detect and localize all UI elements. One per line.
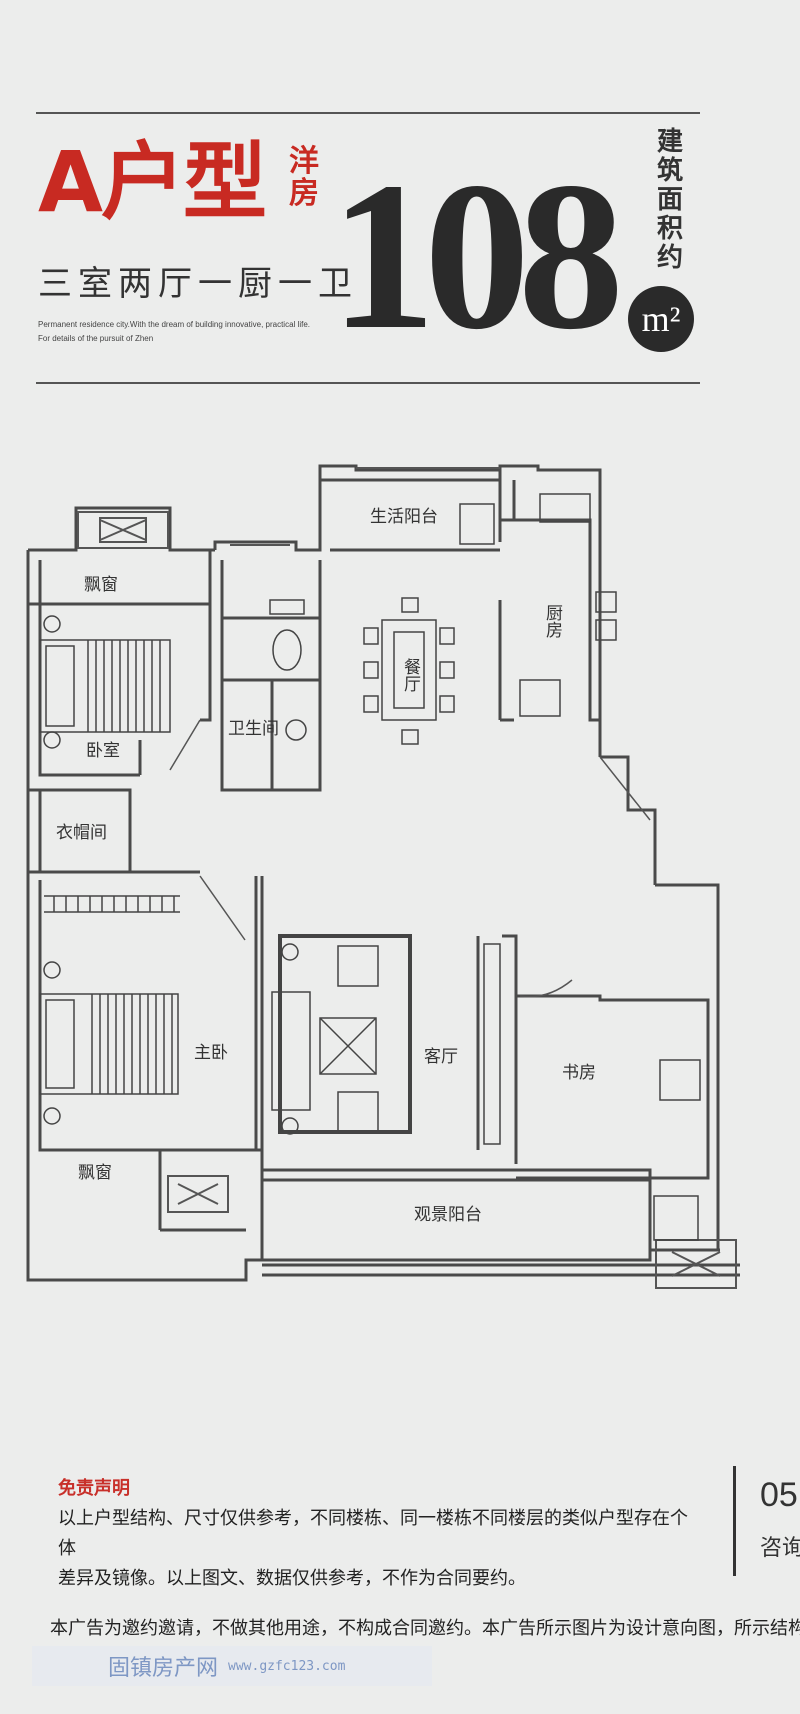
- english-tagline-1: Permanent residence city.With the dream …: [38, 320, 310, 329]
- room-view-balcony: 观景阳台: [414, 1205, 482, 1225]
- english-tagline-2: For details of the pursuit of Zhen: [38, 334, 154, 343]
- area-unit-badge: m²: [628, 286, 694, 352]
- room-bathroom: 卫生间: [228, 719, 279, 739]
- room-utility-balcony: 生活阳台: [370, 507, 438, 527]
- disclaimer-line-1: 以上户型结构、尺寸仅供参考，不同楼栋、同一楼栋不同楼层的类似户型存在个体: [58, 1508, 688, 1559]
- advertisement-notice: 本广告为邀约邀请，不做其他用途，不构成合同邀约。本广告所示图片为设计意向图，所示…: [50, 1618, 800, 1639]
- room-dining: 餐厅: [400, 658, 421, 692]
- room-master-bedroom: 主卧: [194, 1043, 228, 1063]
- watermark-name: 固镇房产网: [108, 1656, 219, 1681]
- watermark: 固镇房产网 www.gzfc123.com: [32, 1646, 432, 1686]
- room-cloakroom: 衣帽间: [56, 823, 107, 843]
- watermark-url: www.gzfc123.com: [228, 1658, 346, 1674]
- side-label: 咨询: [760, 1536, 800, 1561]
- top-rule: [36, 112, 700, 114]
- disclaimer-text: 以上户型结构、尺寸仅供参考，不同楼栋、同一楼栋不同楼层的类似户型存在个体 差异及…: [58, 1504, 698, 1594]
- room-living: 客厅: [424, 1047, 458, 1067]
- area-value: 108: [330, 138, 624, 373]
- area-label: 建筑面积约: [656, 127, 683, 274]
- side-divider: [733, 1466, 736, 1576]
- disclaimer-title: 免责声明: [58, 1478, 130, 1499]
- side-number: 05: [760, 1476, 798, 1514]
- style-tag: 洋房: [289, 144, 319, 211]
- disclaimer-line-2: 差异及镜像。以上图文、数据仅供参考，不作为合同要约。: [58, 1568, 526, 1589]
- unit-type-title: A户型: [38, 133, 267, 231]
- header-bottom-rule: [36, 382, 700, 384]
- room-bedroom: 卧室: [86, 741, 120, 761]
- room-bay-window-top: 飘窗: [84, 575, 118, 595]
- room-kitchen: 厨房: [542, 604, 563, 639]
- floor-plan: 生活阳台 飘窗 卧室 卫生间 衣帽间 主卧 客厅 书房 飘窗 观景阳台 厨房 餐…: [26, 464, 740, 1289]
- room-bay-window-bottom: 飘窗: [78, 1163, 112, 1183]
- layout-description: 三室两厅一厨一卫: [38, 264, 358, 304]
- room-study: 书房: [562, 1063, 596, 1083]
